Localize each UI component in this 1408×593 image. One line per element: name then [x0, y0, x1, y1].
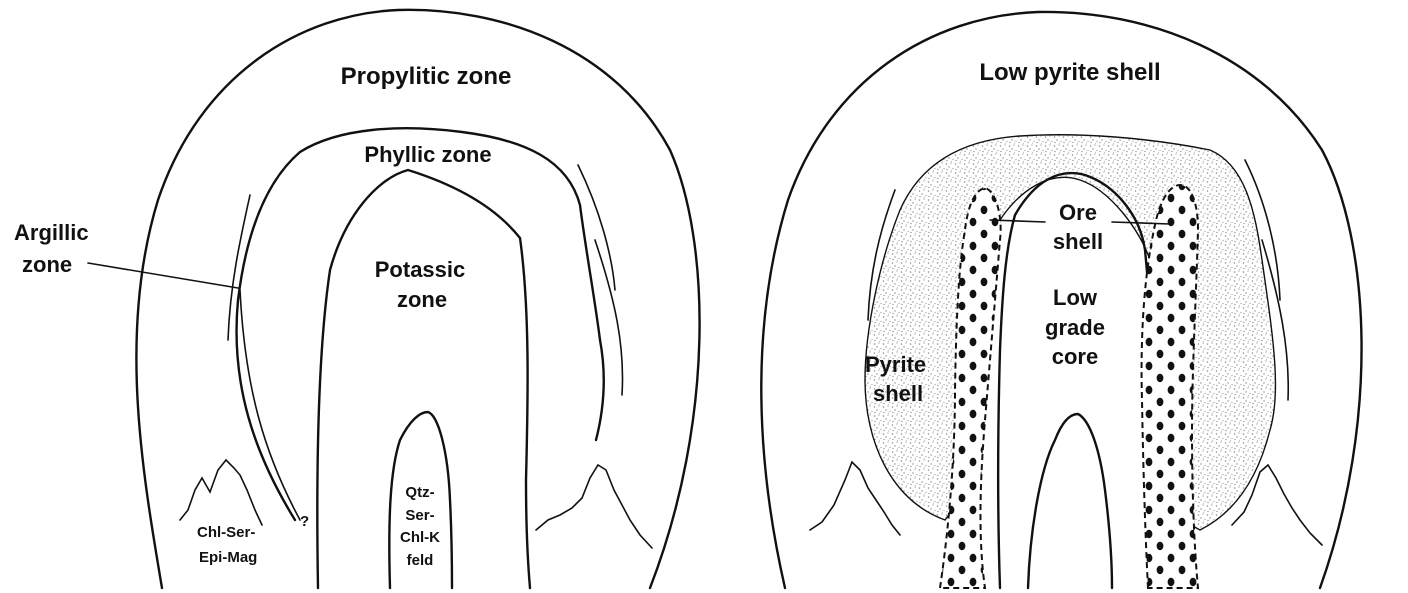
potassic-label-line1: Potassic [375, 257, 466, 282]
core-label-line1: Qtz- [405, 484, 434, 501]
ore-shell-label-line2: shell [1053, 229, 1103, 254]
propylitic-zone-label: Propylitic zone [341, 63, 512, 90]
potassic-label-line2: zone [397, 287, 447, 312]
argillic-label-line2: zone [22, 252, 72, 277]
low-grade-core-label-line3: core [1052, 344, 1098, 369]
low-pyrite-shell-label: Low pyrite shell [979, 59, 1160, 86]
left-argillic-outer-line [228, 195, 250, 340]
argillic-label-line1: Argillic [14, 220, 89, 245]
left-argillic-lower-line [240, 290, 300, 520]
core-label-line4: feld [407, 552, 434, 569]
left-argillic-right-line-b [595, 240, 623, 395]
left-phyllic-boundary [237, 128, 604, 520]
pyrite-shell-label-line1: Pyrite [865, 352, 926, 377]
low-grade-core-label-line1: Low [1053, 285, 1098, 310]
chl-label-line2: Epi-Mag [199, 549, 257, 566]
low-grade-core-label-line2: grade [1045, 315, 1105, 340]
right-panel: Low pyrite shell Ore shell Low grade cor… [761, 12, 1361, 588]
core-label-line3: Chl-K [400, 529, 440, 546]
question-mark-label: ? [300, 513, 309, 530]
pyrite-shell-label-line2: shell [873, 381, 923, 406]
left-panel: Propylitic zone Phyllic zone Argillic zo… [14, 10, 700, 588]
chl-label-line1: Chl-Ser- [197, 524, 255, 541]
left-argillic-arrow-line [88, 263, 238, 288]
left-zigzag-left [180, 460, 262, 525]
phyllic-zone-label: Phyllic zone [364, 142, 491, 167]
core-label-line2: Ser- [405, 507, 434, 524]
right-inner-low-grade-boundary [1028, 414, 1112, 588]
right-zigzag-left [810, 462, 900, 535]
ore-shell-label-line1: Ore [1059, 200, 1097, 225]
right-ore-shell [1142, 185, 1198, 588]
left-zigzag-right [536, 465, 652, 548]
left-potassic-boundary [317, 170, 530, 588]
